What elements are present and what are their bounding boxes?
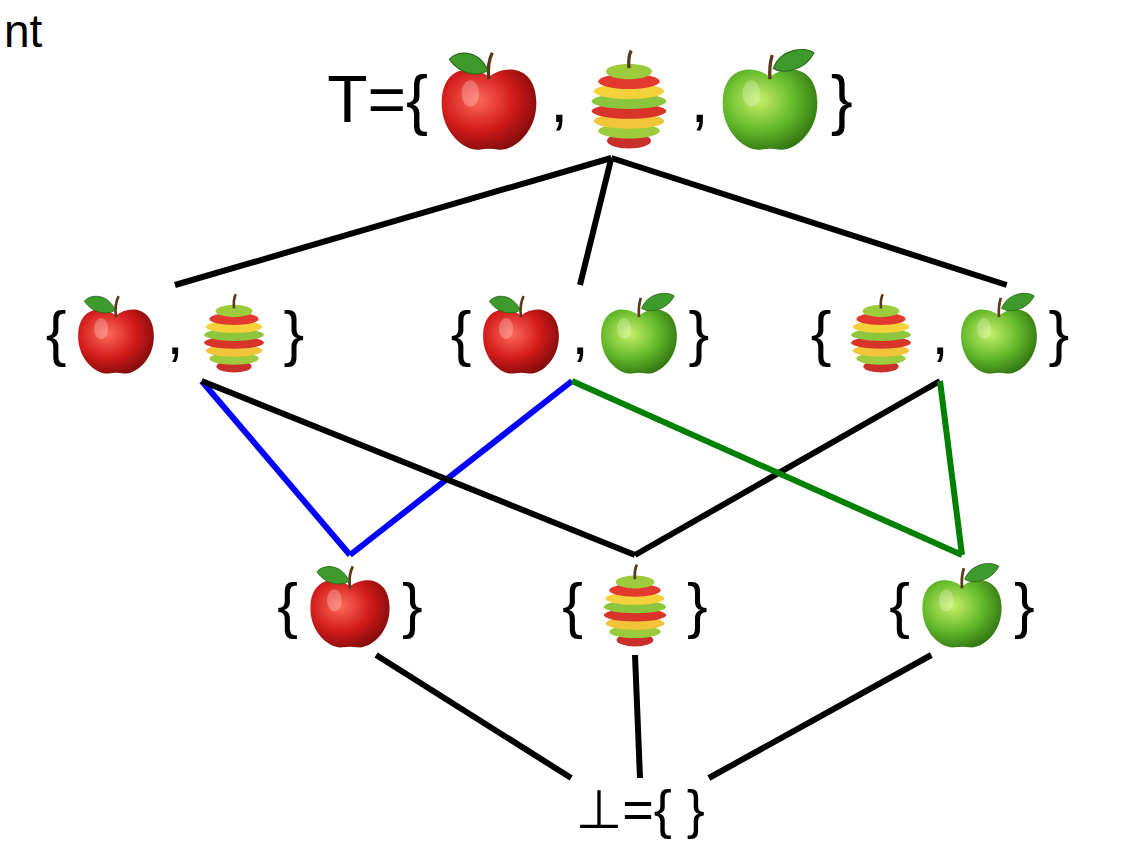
- cover-line: [175, 158, 611, 285]
- apple-icon: [434, 44, 544, 154]
- cover-line: [611, 158, 1006, 285]
- pair-set: {,}: [42, 285, 309, 381]
- empty-set: ⊥={ }: [571, 778, 709, 840]
- set-notation: {: [451, 302, 472, 364]
- set-notation: T={: [327, 66, 428, 132]
- cover-line: [709, 655, 931, 778]
- cover-line: [376, 655, 571, 778]
- apple-picture: [604, 565, 667, 647]
- set-notation: {: [277, 574, 298, 636]
- set-notation: {: [889, 574, 910, 636]
- full-set: T={,,}: [323, 40, 857, 158]
- apple-picture: [310, 566, 389, 647]
- apple-icon: [916, 559, 1008, 651]
- set-notation: ,: [550, 66, 568, 132]
- apple-icon: [595, 289, 683, 377]
- apple-icon: [304, 559, 396, 651]
- cover-line: [940, 381, 962, 555]
- apple-picture: [592, 51, 667, 149]
- set-notation: }: [1014, 574, 1035, 636]
- apple-picture: [484, 296, 560, 374]
- set-notation: {: [562, 574, 583, 636]
- cover-line: [635, 655, 640, 778]
- apple-icon: [715, 44, 825, 154]
- apple-picture: [79, 296, 155, 374]
- set-notation: }: [689, 302, 710, 364]
- apple-picture: [442, 53, 537, 150]
- singleton-set: {}: [885, 555, 1038, 655]
- set-notation: {: [811, 302, 832, 364]
- set-notation: ,: [571, 302, 588, 364]
- clipped-label: nt: [4, 8, 42, 54]
- set-notation: ,: [931, 302, 948, 364]
- singleton-set: {}: [273, 555, 426, 655]
- apple-picture: [922, 564, 1001, 648]
- set-notation: }: [402, 574, 423, 636]
- cover-line: [202, 381, 350, 555]
- pair-set: {,}: [807, 285, 1074, 381]
- set-notation: {: [46, 302, 67, 364]
- apple-icon: [190, 289, 278, 377]
- apple-picture: [601, 293, 677, 373]
- apple-icon: [477, 289, 565, 377]
- apple-icon: [955, 289, 1043, 377]
- set-notation: ,: [690, 66, 708, 132]
- set-notation: }: [1049, 302, 1070, 364]
- cover-line: [350, 381, 572, 555]
- singleton-set: {}: [558, 555, 711, 655]
- pair-set: {,}: [447, 285, 714, 381]
- apple-icon: [837, 289, 925, 377]
- cover-line: [572, 381, 962, 555]
- cover-line: [580, 158, 611, 285]
- apple-icon: [589, 559, 681, 651]
- cover-line: [202, 381, 635, 555]
- cover-line: [635, 381, 940, 555]
- apple-picture: [722, 49, 817, 149]
- set-notation: ,: [166, 302, 183, 364]
- apple-icon: [574, 44, 684, 154]
- apple-icon: [72, 289, 160, 377]
- set-notation: }: [831, 66, 853, 132]
- set-notation: }: [687, 574, 708, 636]
- apple-picture: [851, 294, 911, 372]
- apple-picture: [204, 294, 264, 372]
- set-notation: }: [284, 302, 305, 364]
- apple-picture: [961, 293, 1037, 373]
- set-notation: ⊥={ }: [575, 782, 705, 836]
